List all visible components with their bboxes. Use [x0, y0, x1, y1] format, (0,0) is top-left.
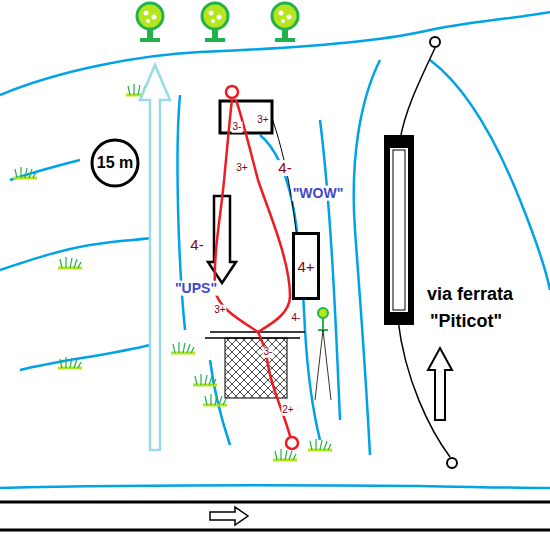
grade-label: 4-: [291, 313, 302, 324]
route-name: "WOW": [292, 186, 345, 201]
node-text: 15 m: [97, 154, 133, 172]
grade-label: 4-: [277, 160, 292, 176]
grade-label: 4-: [189, 237, 204, 253]
grade-label: 3+: [213, 305, 226, 316]
ferrata-name: via ferrata: [427, 285, 513, 304]
grade-label: 2+: [281, 405, 294, 416]
node-text: 4+: [297, 258, 314, 275]
route-name: "UPS": [174, 281, 218, 296]
grade-label: 3-: [263, 347, 274, 358]
grade-box: 4+: [292, 232, 320, 300]
grade-label: 3+: [256, 115, 269, 126]
grade-label: 3+: [235, 163, 248, 174]
ferrata-name: "Piticot": [430, 312, 502, 331]
grade-label: 3-: [232, 122, 243, 133]
height-circle: 15 m: [90, 138, 140, 188]
